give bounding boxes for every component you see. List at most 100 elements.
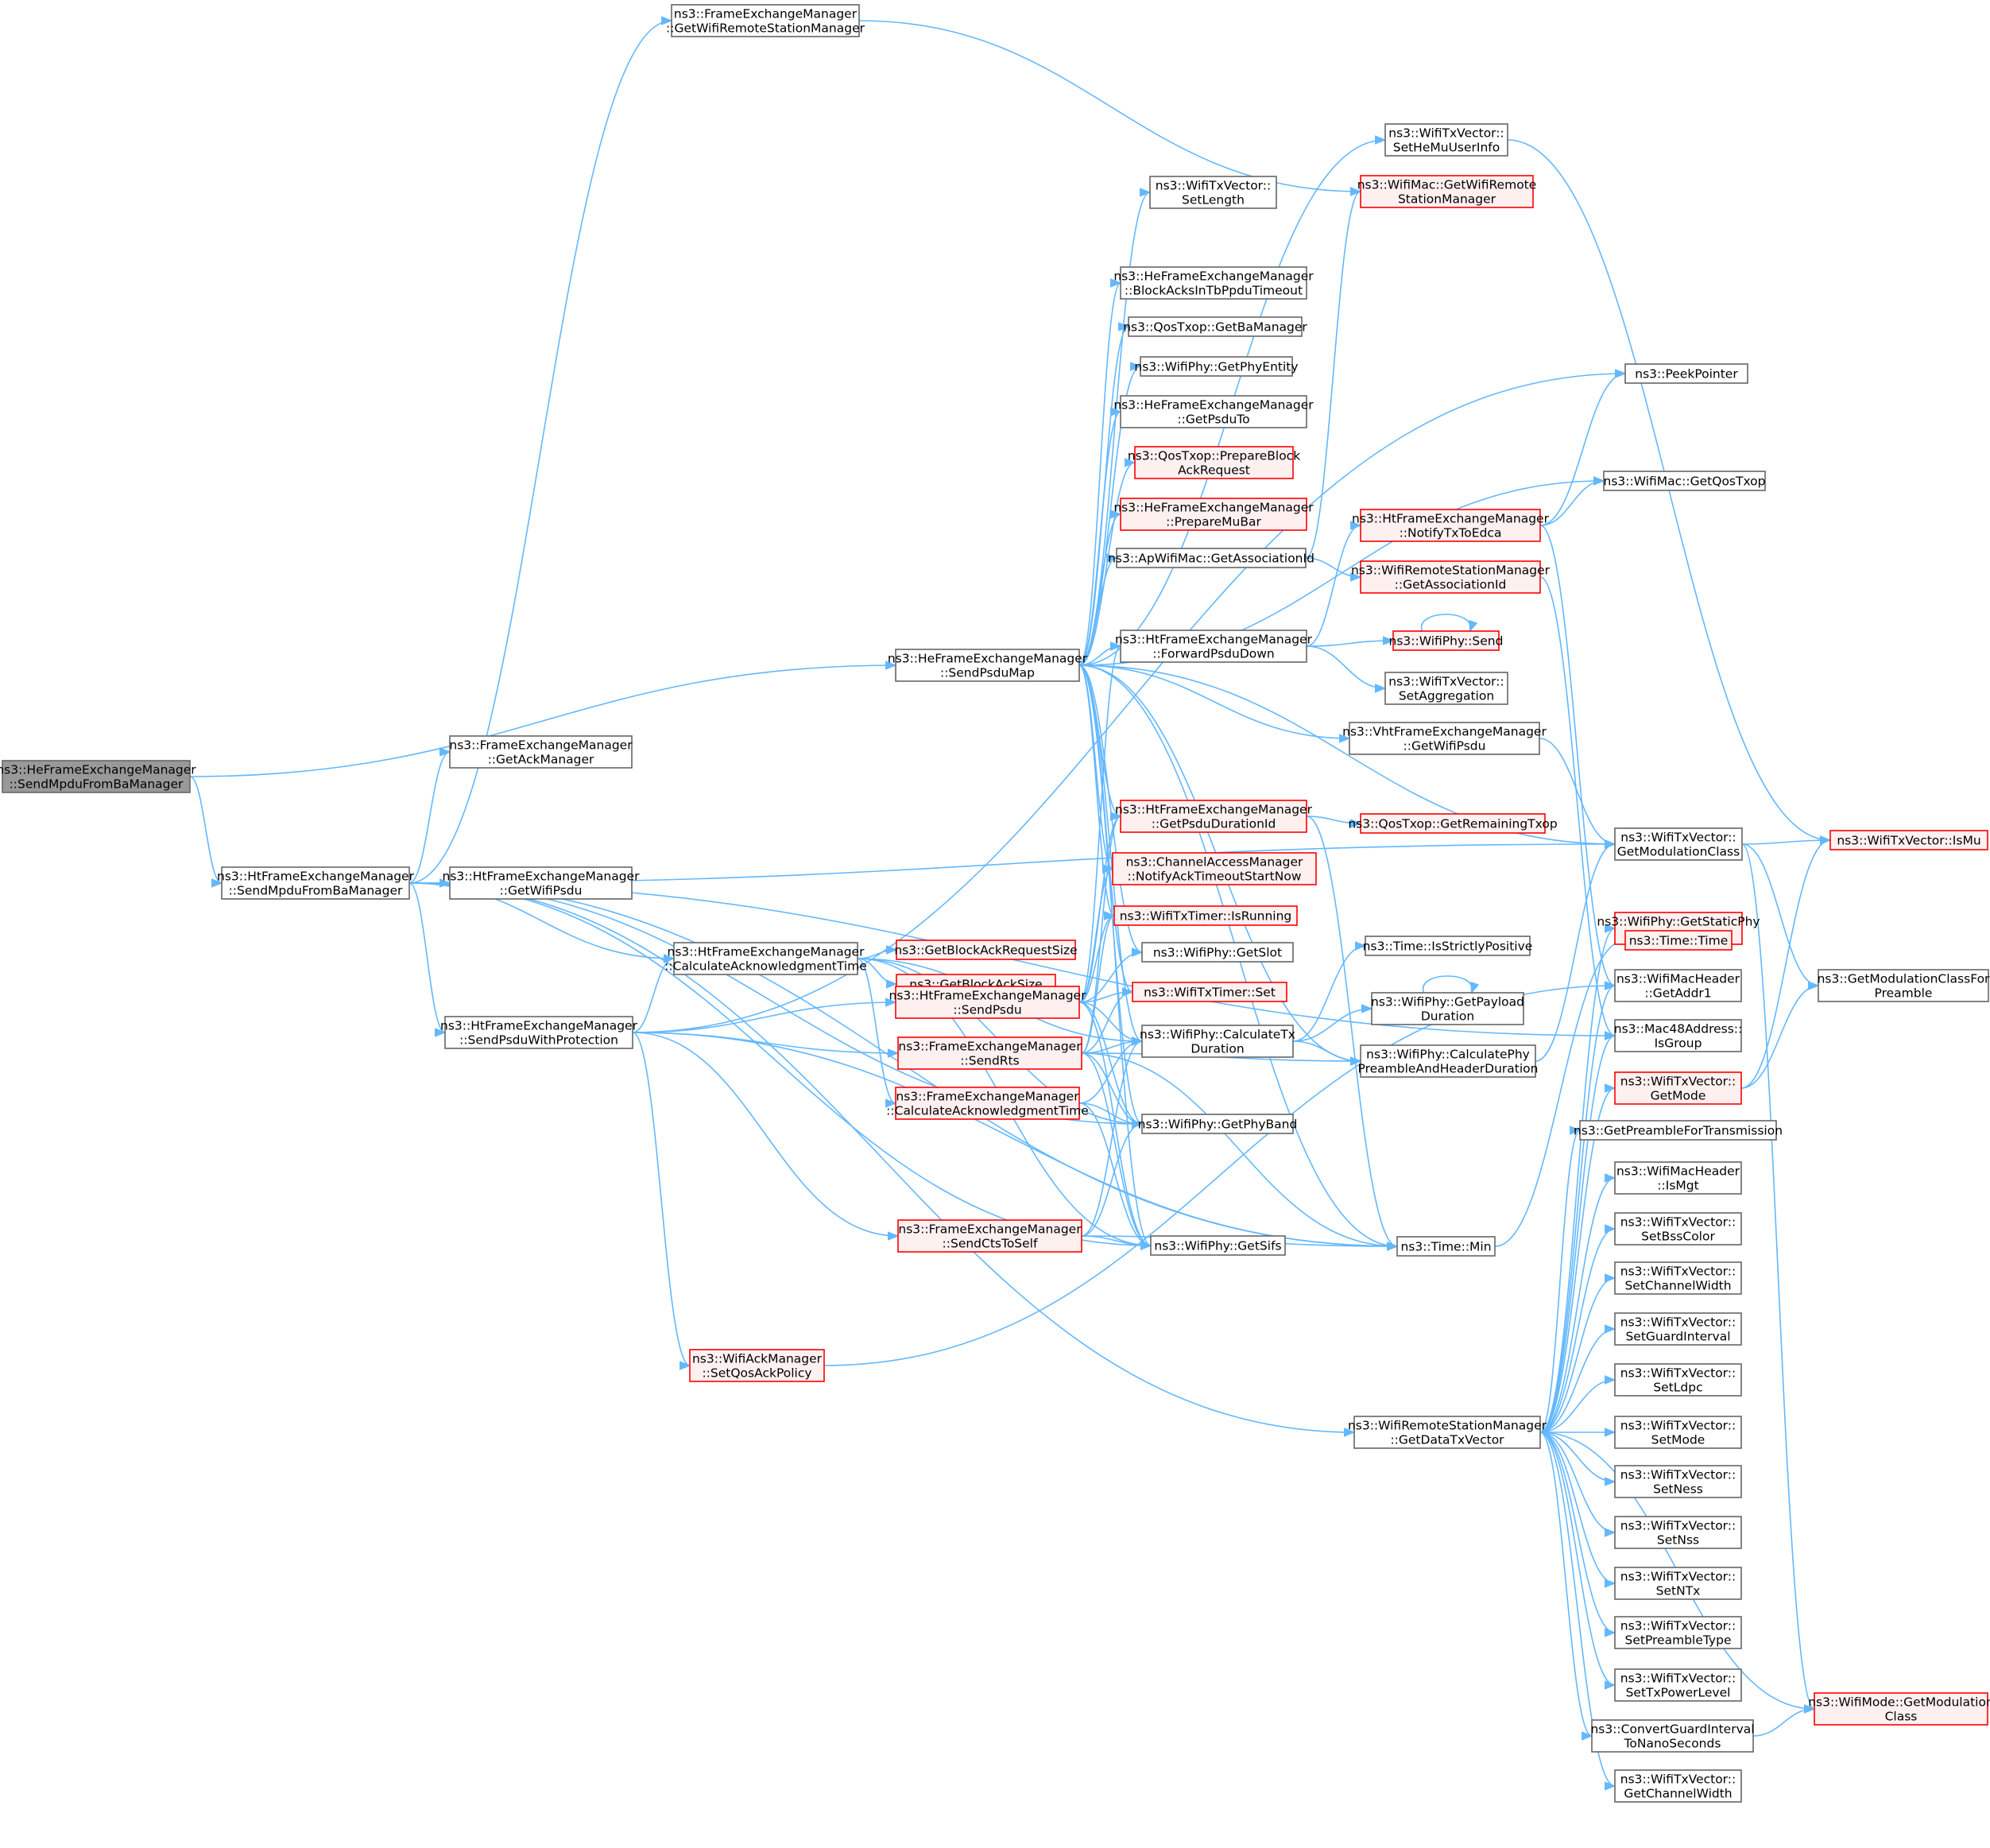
- node-label-line: ns3::VhtFrameExchangeManager: [1342, 725, 1547, 739]
- edge-feCalcAck-to-getSifs: [1078, 1102, 1152, 1250]
- node-getWrsm[interactable]: ns3::WifiMac::GetWifiRemoteStationManage…: [1357, 175, 1537, 208]
- edge-getModClass-to-modeGetMod: [1741, 843, 1816, 1714]
- node-prepMuBar[interactable]: ns3::HeFrameExchangeManager::PrepareMuBa…: [1113, 498, 1314, 531]
- node-sendCts[interactable]: ns3::FrameExchangeManager::SendCtsToSelf: [897, 1219, 1082, 1253]
- edge-getModClass-to-isMu: [1741, 835, 1832, 845]
- node-label-line: ::NotifyTxToEdca: [1400, 526, 1502, 540]
- node-label-line: ns3::Mac48Address::: [1614, 1022, 1743, 1036]
- node-isGroup[interactable]: ns3::Mac48Address::IsGroup: [1614, 1019, 1743, 1052]
- node-isMu[interactable]: ns3::WifiTxVector::IsMu: [1829, 830, 1988, 850]
- node-root[interactable]: ns3::HeFrameExchangeManager::SendMpduFro…: [0, 760, 196, 793]
- node-box: [689, 1349, 825, 1382]
- node-getAddr1[interactable]: ns3::WifiMacHeader::GetAddr1: [1614, 969, 1742, 1002]
- node-sendPsduProt[interactable]: ns3::HtFrameExchangeManager::SendPsduWit…: [440, 1016, 638, 1049]
- node-setTxPower[interactable]: ns3::WifiTxVector::SetTxPowerLevel: [1614, 1668, 1742, 1702]
- node-blockAcks[interactable]: ns3::HeFrameExchangeManager::BlockAcksIn…: [1113, 266, 1314, 300]
- node-setNess[interactable]: ns3::WifiTxVector::SetNess: [1614, 1465, 1742, 1498]
- node-label-line: ns3::WifiPhy::GetStaticPhy: [1597, 915, 1760, 929]
- node-setLdpc[interactable]: ns3::WifiTxVector::SetLdpc: [1614, 1363, 1742, 1397]
- node-peekPtr[interactable]: ns3::PeekPointer: [1624, 363, 1748, 384]
- node-apGetAid[interactable]: ns3::ApWifiMac::GetAssociationId: [1108, 548, 1314, 568]
- node-getMode[interactable]: ns3::WifiTxVector::GetMode: [1614, 1071, 1742, 1105]
- edge-getDataTxv-to-getChWidth: [1539, 1432, 1616, 1791]
- node-fwdPsdu[interactable]: ns3::HtFrameExchangeManager::ForwardPsdu…: [1115, 630, 1313, 663]
- node-label-line: ns3::WifiTxVector::: [1620, 1619, 1736, 1633]
- node-getChWidth[interactable]: ns3::WifiTxVector::GetChannelWidth: [1614, 1769, 1742, 1803]
- node-setBss[interactable]: ns3::WifiTxVector::SetBssColor: [1614, 1212, 1742, 1246]
- node-getSifs[interactable]: ns3::WifiPhy::GetSifs: [1150, 1235, 1286, 1256]
- node-feCalcAck[interactable]: ns3::FrameExchangeManager::CalculateAckn…: [886, 1087, 1089, 1120]
- node-label-line: ns3::WifiMac::GetQosTxop: [1604, 475, 1766, 489]
- edge-getDataTxv-to-setBss: [1539, 1224, 1616, 1433]
- node-htNotify[interactable]: ns3::HtFrameExchangeManager::NotifyTxToE…: [1352, 509, 1550, 542]
- node-timerSet[interactable]: ns3::WifiTxTimer::Set: [1132, 982, 1287, 1002]
- node-getSlot[interactable]: ns3::WifiPhy::GetSlot: [1141, 942, 1294, 963]
- node-htSendMpdu[interactable]: ns3::HtFrameExchangeManager::SendMpduFro…: [217, 866, 415, 900]
- node-getPsduTo[interactable]: ns3::HeFrameExchangeManager::GetPsduTo: [1113, 395, 1314, 428]
- node-getQosTxop[interactable]: ns3::WifiMac::GetQosTxop: [1603, 471, 1766, 491]
- node-label-line: SetMode: [1651, 1433, 1705, 1447]
- node-setLength[interactable]: ns3::WifiTxVector::SetLength: [1149, 176, 1277, 209]
- node-setHeMu[interactable]: ns3::WifiTxVector::SetHeMuUserInfo: [1384, 123, 1508, 157]
- node-getPhyEntity[interactable]: ns3::WifiPhy::GetPhyEntity: [1134, 356, 1299, 377]
- node-phySend[interactable]: ns3::WifiPhy::Send: [1389, 630, 1504, 651]
- node-box: [1818, 969, 1989, 1002]
- node-setMode[interactable]: ns3::WifiTxVector::SetMode: [1614, 1416, 1742, 1449]
- node-box: [1116, 548, 1307, 568]
- node-box: [444, 1016, 633, 1049]
- node-sendRts[interactable]: ns3::FrameExchangeManager::SendRts: [897, 1036, 1082, 1070]
- edge-htSendMpdu-to-getAckMgr: [408, 747, 451, 884]
- node-setChWidth[interactable]: ns3::WifiTxVector::SetChannelWidth: [1614, 1261, 1742, 1295]
- node-isRunning[interactable]: ns3::WifiTxTimer::IsRunning: [1113, 905, 1298, 926]
- node-htGetWifiPsdu[interactable]: ns3::HtFrameExchangeManager::GetWifiPsdu: [443, 866, 641, 900]
- node-box: [1614, 1212, 1742, 1246]
- node-getRemTxop[interactable]: ns3::QosTxop::GetRemainingTxop: [1348, 813, 1558, 834]
- edge-sendPsduProt-to-peekPtr: [632, 369, 1627, 1033]
- node-getPhyBand[interactable]: ns3::WifiPhy::GetPhyBand: [1138, 1114, 1298, 1134]
- edge-sendPsduProt-to-htSendPsdu: [632, 998, 897, 1033]
- node-setGi[interactable]: ns3::WifiTxVector::SetGuardInterval: [1614, 1312, 1742, 1346]
- edge-fwdPsdu-to-setAgg: [1306, 645, 1387, 693]
- node-getModClass[interactable]: ns3::WifiTxVector::GetModulationClass: [1614, 827, 1743, 861]
- node-notifyAck[interactable]: ns3::ChannelAccessManager::NotifyAckTime…: [1112, 852, 1317, 885]
- node-timeMin[interactable]: ns3::Time::Min: [1396, 1236, 1496, 1257]
- edge-sendPsduMap-to-getPsduTo: [1078, 407, 1122, 666]
- node-setAgg[interactable]: ns3::WifiTxVector::SetAggregation: [1384, 672, 1508, 705]
- node-box: [1624, 363, 1748, 384]
- node-vhtGetPsdu[interactable]: ns3::VhtFrameExchangeManager::GetWifiPsd…: [1342, 722, 1547, 755]
- node-getBaMgr[interactable]: ns3::QosTxop::GetBaManager: [1123, 316, 1307, 337]
- node-getDataTxv[interactable]: ns3::WifiRemoteStationManager::GetDataTx…: [1348, 1416, 1547, 1449]
- node-htCalcAck[interactable]: ns3::HtFrameExchangeManager::CalculateAc…: [664, 942, 867, 975]
- node-label-line: SetNess: [1653, 1482, 1703, 1497]
- edge-getDataTxv-to-convGi: [1539, 1432, 1593, 1741]
- node-getPreamble[interactable]: ns3::GetPreambleForTransmission: [1574, 1120, 1783, 1141]
- edge-getPsduDur-to-getRemTxop: [1306, 816, 1362, 828]
- node-isMgt[interactable]: ns3::WifiMacHeader::IsMgt: [1614, 1161, 1742, 1195]
- node-getRsm[interactable]: ns3::FrameExchangeManager::GetWifiRemote…: [666, 4, 865, 37]
- node-rsmGetAid[interactable]: ns3::WifiRemoteStationManager::GetAssoci…: [1351, 560, 1551, 594]
- node-getBarSize[interactable]: ns3::GetBlockAckRequestSize: [894, 939, 1078, 960]
- node-htSendPsdu[interactable]: ns3::HtFrameExchangeManager::SendPsdu: [889, 986, 1087, 1019]
- node-sendPsduMap[interactable]: ns3::HeFrameExchangeManager::SendPsduMap: [888, 649, 1088, 682]
- node-label-line: ns3::HeFrameExchangeManager: [1113, 269, 1314, 284]
- node-setNss[interactable]: ns3::WifiTxVector::SetNss: [1614, 1516, 1742, 1549]
- node-getPsduDur[interactable]: ns3::HtFrameExchangeManager::GetPsduDura…: [1115, 800, 1313, 833]
- node-timeTime[interactable]: ns3::Time::Time: [1624, 930, 1733, 951]
- node-label-line: ns3::WifiTxVector::: [1620, 1419, 1736, 1433]
- node-setPreamble[interactable]: ns3::WifiTxVector::SetPreambleType: [1614, 1616, 1742, 1649]
- node-setNtx[interactable]: ns3::WifiTxVector::SetNTx: [1614, 1567, 1742, 1600]
- node-modeGetMod[interactable]: ns3::WifiMode::GetModulationClass: [1808, 1692, 1990, 1726]
- node-getAckMgr[interactable]: ns3::FrameExchangeManager::GetAckManager: [449, 735, 633, 769]
- node-calcPreamble[interactable]: ns3::WifiPhy::CalculatePhyPreambleAndHea…: [1358, 1044, 1539, 1078]
- node-setQosAck[interactable]: ns3::WifiAckManager::SetQosAckPolicy: [689, 1349, 825, 1382]
- node-box: [895, 986, 1080, 1019]
- node-label-line: ::CalculateAcknowledgmentTime: [664, 959, 867, 974]
- node-label-line: ns3::WifiTxVector::: [1620, 1075, 1736, 1089]
- node-box: [1614, 1416, 1742, 1449]
- node-isStrictPos[interactable]: ns3::Time::IsStrictlyPositive: [1363, 936, 1533, 956]
